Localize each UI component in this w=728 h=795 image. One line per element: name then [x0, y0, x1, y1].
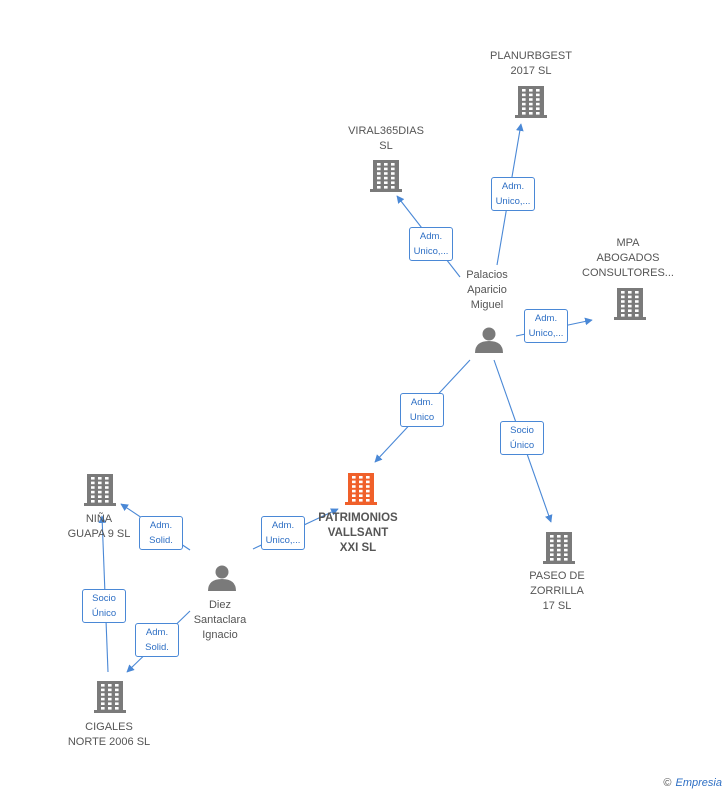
- brand-name: Empresia: [675, 777, 722, 789]
- node-label-mpa[interactable]: MPA ABOGADOS CONSULTORES...: [582, 237, 674, 279]
- company-icon-cigales[interactable]: [94, 681, 126, 713]
- company-icon-viral365[interactable]: [370, 160, 402, 192]
- focus-company-icon-patrimonios[interactable]: [345, 473, 377, 505]
- edge-label-palacios-mpa[interactable]: Adm. Unico,...: [524, 309, 568, 343]
- brand-mark: ©Empresia: [663, 777, 722, 789]
- node-label-cigales[interactable]: CIGALES NORTE 2006 SL: [67, 721, 151, 748]
- edge-label-palacios-paseo[interactable]: Socio Único: [500, 421, 544, 455]
- node-label-nina[interactable]: NIÑA GUAPA 9 SL: [67, 513, 131, 540]
- node-label-paseo[interactable]: PASEO DE ZORRILLA 17 SL: [529, 570, 585, 612]
- copyright-icon: ©: [663, 777, 672, 789]
- company-icon-planurbgest[interactable]: [515, 86, 547, 118]
- company-icon-paseo[interactable]: [543, 532, 575, 564]
- edge-label-palacios-planurbgest[interactable]: Adm. Unico,...: [491, 177, 535, 211]
- person-icon-palacios[interactable]: [475, 327, 503, 354]
- edge-label-palacios-viral365[interactable]: Adm. Unico,...: [409, 227, 453, 261]
- node-label-palacios[interactable]: Palacios Aparicio Miguel: [466, 269, 508, 311]
- edge-label-diez-nina[interactable]: Adm. Solid.: [139, 516, 183, 550]
- node-label-patrimonios[interactable]: PATRIMONIOS VALLSANT XXI SL: [318, 512, 398, 554]
- node-label-viral365[interactable]: VIRAL365DIAS SL: [348, 125, 424, 152]
- edge-label-diez-cigales[interactable]: Adm. Solid.: [135, 623, 179, 657]
- edge-label-cigales-nina[interactable]: Socio Único: [82, 589, 126, 623]
- company-icon-nina[interactable]: [84, 474, 116, 506]
- person-icon-diez[interactable]: [208, 565, 236, 592]
- edge-label-palacios-patrimonios[interactable]: Adm. Unico: [400, 393, 444, 427]
- node-label-diez[interactable]: Diez Santaclara Ignacio: [193, 599, 247, 641]
- company-icon-mpa[interactable]: [614, 288, 646, 320]
- node-label-planurbgest[interactable]: PLANURBGEST 2017 SL: [490, 50, 572, 77]
- edge-label-diez-patrimonios[interactable]: Adm. Unico,...: [261, 516, 305, 550]
